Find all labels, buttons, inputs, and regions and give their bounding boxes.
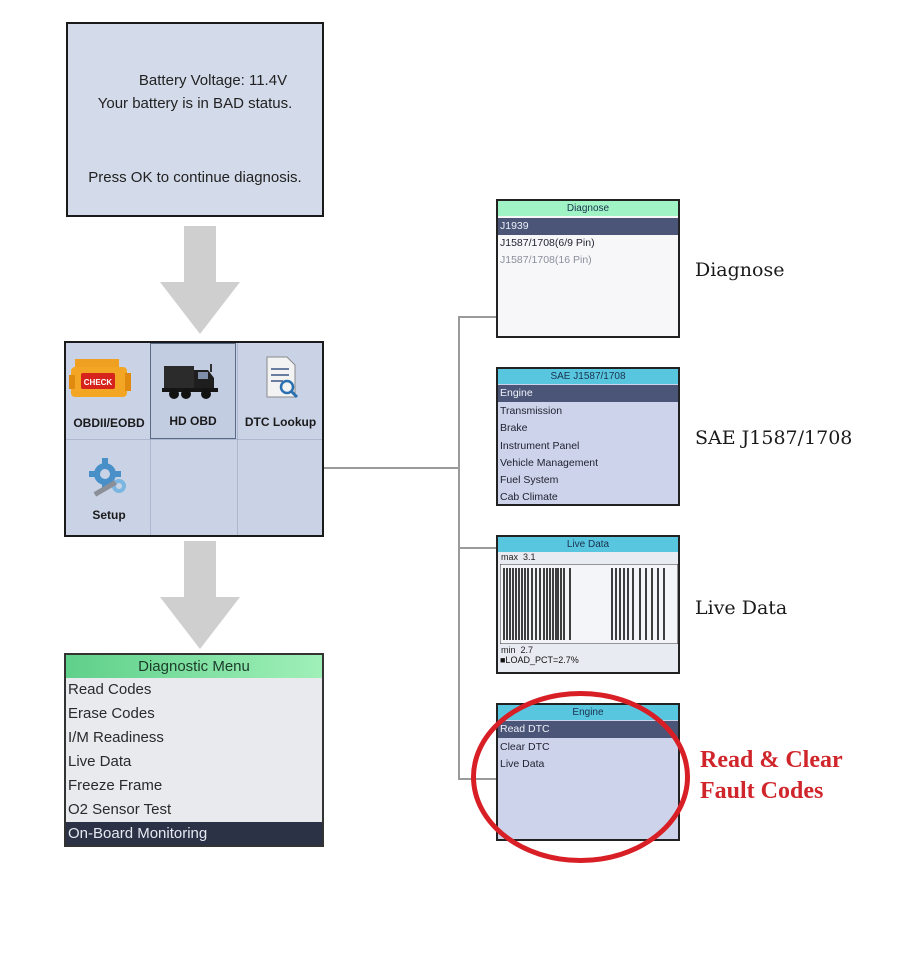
- check-engine-icon: CHECK: [69, 359, 131, 397]
- home-screen: CHECK OBDII/EOBD HD OBD DTC Lookup: [64, 341, 324, 537]
- protocol-item-j1939[interactable]: J1939: [498, 218, 678, 235]
- connector-line: [458, 547, 497, 549]
- document-search-icon: [266, 356, 298, 399]
- system-item-instrument-panel[interactable]: Instrument Panel: [500, 440, 580, 452]
- system-item-transmission[interactable]: Transmission: [500, 405, 563, 417]
- menu-item-im-readiness[interactable]: I/M Readiness: [68, 729, 164, 746]
- system-item-cab-climate[interactable]: Cab Climate: [500, 491, 558, 503]
- system-item-brake[interactable]: Brake: [500, 422, 528, 434]
- highlight-circle: [471, 691, 690, 863]
- menu-item-live-data[interactable]: Live Data: [68, 753, 132, 770]
- obdii-eobd-label: OBDII/EOBD: [73, 416, 145, 430]
- gears-wrench-icon: [89, 458, 126, 497]
- read-clear-label-line1: Read & Clear: [700, 747, 843, 773]
- continue-prompt-text: Press OK to continue diagnosis.: [88, 169, 302, 186]
- min-value-text: min 2.7: [501, 645, 534, 655]
- menu-item-o2-sensor-test[interactable]: O2 Sensor Test: [68, 801, 172, 818]
- menu-item-on-board-monitoring[interactable]: On-Board Monitoring: [66, 822, 322, 845]
- protocol-item-j1587-16pin[interactable]: J1587/1708(16 Pin): [500, 254, 592, 266]
- sae-label: SAE J1587/1708: [695, 427, 853, 449]
- system-item-engine[interactable]: Engine: [498, 385, 678, 402]
- diagnose-label: Diagnose: [695, 259, 785, 281]
- diagnose-title: Diagnose: [498, 201, 678, 216]
- diagnose-screen: Diagnose J1939 J1587/1708(6/9 Pin) J1587…: [496, 199, 680, 338]
- live-data-title: Live Data: [498, 537, 678, 552]
- svg-text:CHECK: CHECK: [84, 378, 113, 387]
- down-arrow-icon: [160, 226, 240, 334]
- protocol-item-j1587-6-9pin[interactable]: J1587/1708(6/9 Pin): [500, 237, 595, 249]
- pid-value-text: ■LOAD_PCT=2.7%: [500, 655, 579, 665]
- battery-status-text: Your battery is in BAD status.: [97, 95, 293, 112]
- connector-line: [458, 316, 497, 318]
- setup-item[interactable]: Setup: [66, 440, 152, 535]
- menu-item-freeze-frame[interactable]: Freeze Frame: [68, 777, 163, 794]
- hd-obd-label: HD OBD: [169, 414, 217, 428]
- sae-j1587-screen: SAE J1587/1708 Engine Transmission Brake…: [496, 367, 680, 506]
- down-arrow-icon: [160, 541, 240, 649]
- diagnostic-menu-screen: Diagnostic Menu Read Codes Erase Codes I…: [64, 653, 324, 847]
- dtc-lookup-item[interactable]: DTC Lookup: [237, 343, 322, 439]
- menu-item-erase-codes[interactable]: Erase Codes: [68, 705, 155, 722]
- dtc-lookup-label: DTC Lookup: [244, 415, 317, 429]
- waveform-graph: [500, 564, 678, 644]
- read-clear-label-line2: Fault Codes: [700, 778, 824, 804]
- truck-icon: [162, 364, 218, 399]
- max-value-text: max 3.1: [501, 552, 536, 562]
- read-clear-label: Read & Clear Fault Codes: [700, 745, 843, 807]
- battery-status-screen: Battery Voltage: 11.4V Your battery is i…: [66, 22, 324, 217]
- battery-voltage-text: Battery Voltage: 11.4V: [138, 72, 288, 89]
- menu-item-read-codes[interactable]: Read Codes: [68, 681, 152, 698]
- hd-obd-item[interactable]: HD OBD: [150, 343, 236, 439]
- sae-title: SAE J1587/1708: [498, 369, 678, 384]
- setup-label: Setup: [92, 508, 126, 522]
- system-item-fuel-system[interactable]: Fuel System: [500, 474, 559, 486]
- diagnostic-menu-title: Diagnostic Menu: [66, 655, 322, 678]
- live-data-label: Live Data: [695, 597, 788, 619]
- obdii-eobd-item[interactable]: CHECK OBDII/EOBD: [66, 343, 152, 439]
- live-data-screen: Live Data max 3.1 min 2.7 ■LOAD_PCT=2.7%: [496, 535, 680, 674]
- connector-line: [324, 467, 459, 469]
- system-item-vehicle-management[interactable]: Vehicle Management: [500, 457, 599, 469]
